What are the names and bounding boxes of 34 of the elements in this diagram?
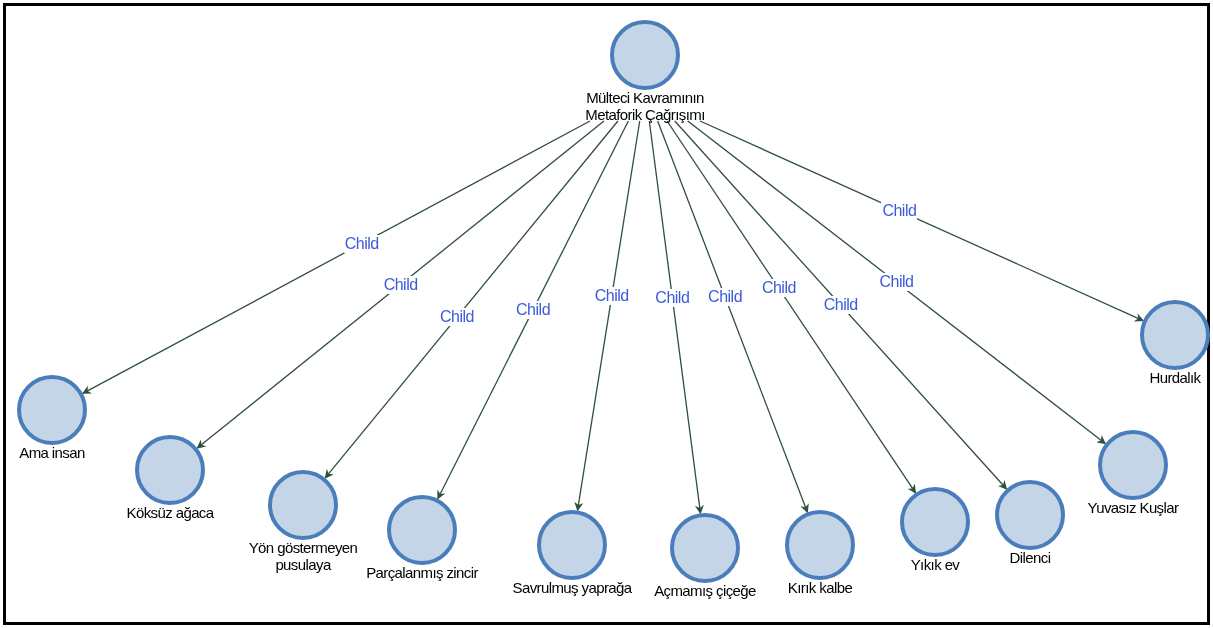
edge-label: Child [343,234,380,253]
arrow [82,120,591,395]
arrow [666,120,917,494]
edge-label: Child [881,201,918,220]
edge-label: Child [438,308,475,327]
edge-label: Child [760,279,797,298]
arrow [437,120,629,500]
edge-label: Child [654,288,691,307]
node-label: Açmamış çiçeğe [654,582,756,599]
arrow [699,120,1144,322]
node-label: Ama insan [19,444,85,461]
node-label: Yön göstermeyen pusulaya [247,539,359,573]
edge-label: Child [593,287,630,306]
arrow [674,120,1008,490]
arrow [196,120,605,449]
node-label: Köksüz ağaca [126,504,214,521]
node-label: Mülteci Kavramının Metaforik Çağrışımı [584,89,706,123]
node-label: Parçalanmış zincir [366,564,478,581]
node-label: Dilenci [1009,549,1051,566]
edge-label: Child [707,288,744,307]
arrow [657,120,809,514]
arrow [324,120,619,479]
edge-label: Child [822,296,859,314]
node-label: Yıkık ev [910,556,960,573]
arrow [574,120,641,512]
node-label: Yuvasız Kuşlar [1087,499,1179,516]
node-label: Savrulmuş yaprağa [512,579,632,596]
edge-label: Child [515,300,552,319]
edge-label: Child [878,273,915,292]
node-label: Kırık kalbe [787,579,853,596]
arrow [648,120,704,515]
edge-label: Child [382,275,419,294]
node-label: Hurdalık [1149,369,1201,386]
arrow [687,120,1106,445]
